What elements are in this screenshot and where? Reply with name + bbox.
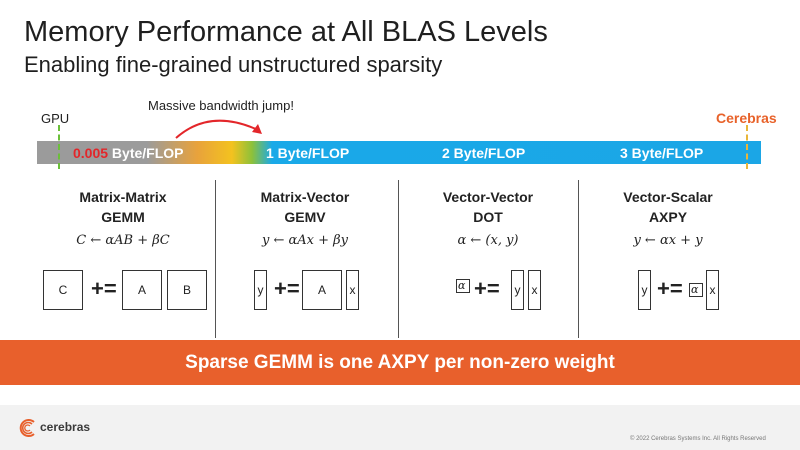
plus-equals-symbol: +=: [274, 276, 300, 301]
summary-banner: Sparse GEMM is one AXPY per non-zero wei…: [0, 340, 800, 385]
column-gemm: Matrix-Matrix GEMM C ← αAB + βC: [33, 187, 213, 248]
column-equation: C ← αAB + βC: [76, 233, 170, 248]
summary-banner-text: Sparse GEMM is one AXPY per non-zero wei…: [185, 351, 615, 373]
vector-box-x: x: [528, 270, 541, 310]
column-op: DOT: [473, 209, 503, 225]
column-divider: [398, 180, 399, 338]
bar-label-1: 1 Byte/FLOP: [266, 145, 350, 161]
slide-subtitle: Enabling fine-grained unstructured spars…: [24, 52, 443, 77]
vector-box-x: x: [706, 270, 719, 310]
gpu-label: GPU: [41, 111, 70, 126]
scalar-box-alpha: α: [689, 283, 703, 297]
matrix-box-a: A: [302, 270, 342, 310]
vector-box-y: y: [638, 270, 651, 310]
logo-text: cerebras: [40, 420, 91, 434]
bar-label-gpu-unit: Byte/FLOP: [108, 145, 184, 161]
footer: [0, 405, 800, 450]
column-title: Vector-Scalar: [623, 189, 713, 205]
cerebras-marker-line: [746, 125, 748, 169]
plus-equals-symbol: +=: [657, 276, 683, 301]
column-dot: Vector-Vector DOT α ← (x, y): [398, 187, 578, 248]
matrix-box-b: B: [167, 270, 207, 310]
column-op: GEMV: [284, 209, 326, 225]
bandwidth-bar: [37, 141, 761, 164]
column-axpy: Vector-Scalar AXPY y ← αx + y: [578, 187, 758, 248]
column-title: Vector-Vector: [442, 189, 534, 205]
copyright-text: © 2022 Cerebras Systems Inc. All Rights …: [630, 436, 766, 442]
gpu-marker-line: [58, 125, 60, 169]
curved-arrow-icon: [175, 119, 262, 139]
cerebras-logo-icon: [19, 419, 35, 437]
bandwidth-jump-label: Massive bandwidth jump!: [148, 98, 294, 113]
column-title: Matrix-Vector: [260, 189, 350, 205]
bar-label-3: 3 Byte/FLOP: [620, 145, 704, 161]
column-equation: y ← αAx + βy: [261, 233, 349, 248]
matrix-box-c: C: [43, 270, 83, 310]
plus-equals-symbol: +=: [91, 276, 117, 301]
bar-label-gpu: 0.005 Byte/FLOP: [73, 145, 184, 161]
cerebras-logo: cerebras: [18, 418, 128, 442]
scalar-box-alpha: α: [456, 279, 470, 293]
matrix-box-a: A: [122, 270, 162, 310]
cerebras-label: Cerebras: [716, 110, 777, 126]
slide-title: Memory Performance at All BLAS Levels: [24, 16, 548, 48]
column-equation: y ← αx + y: [633, 233, 703, 248]
column-divider: [578, 180, 579, 338]
column-op: AXPY: [648, 209, 688, 225]
vector-box-y: y: [511, 270, 524, 310]
vector-box-x: x: [346, 270, 359, 310]
column-equation: α ← (x, y): [457, 233, 519, 248]
bar-label-gpu-value: 0.005: [73, 145, 109, 161]
column-divider: [215, 180, 216, 338]
plus-equals-symbol: +=: [474, 276, 500, 301]
bar-label-2: 2 Byte/FLOP: [442, 145, 526, 161]
column-title: Matrix-Matrix: [79, 189, 167, 205]
column-op: GEMM: [101, 209, 145, 225]
vector-box-y: y: [254, 270, 267, 310]
column-gemv: Matrix-Vector GEMV y ← αAx + βy: [215, 187, 395, 248]
